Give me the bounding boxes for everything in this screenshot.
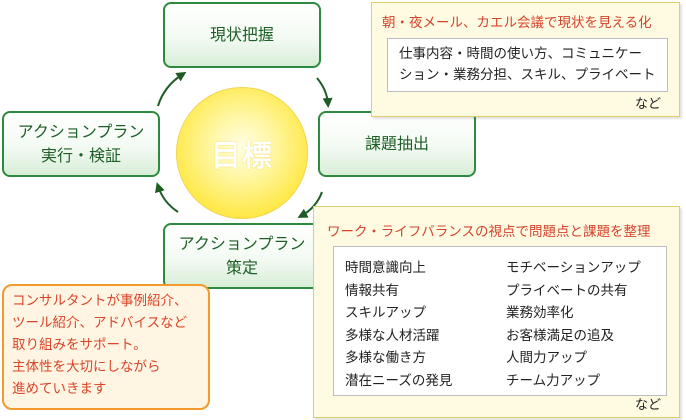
list-item: 情報共有: [345, 282, 399, 299]
step-execution-line-1: アクションプラン: [17, 122, 145, 141]
arrow-to-issue-extraction: [316, 77, 333, 108]
goal-circle: 目標: [176, 87, 308, 219]
arrow-to-execution: [155, 182, 179, 213]
note-issues-suffix: など: [634, 398, 661, 413]
list-item: 多様な人材活躍: [345, 327, 440, 344]
consultant-line: 主体性を大切にしながら: [12, 359, 161, 375]
arrow-to-current-state: [157, 71, 187, 107]
note-current-state-title: 朝・夜メール、カエル会議で現状を見える化: [382, 15, 652, 31]
list-item: 人間力アップ: [506, 350, 587, 367]
consultant-line: 進めていきます: [12, 381, 107, 397]
note-current-state: 朝・夜メール、カエル会議で現状を見える化 仕事内容・時間の使い方、コミュニケー …: [371, 2, 680, 117]
list-item: ション・業務分担、スキル、プライベート: [399, 67, 656, 83]
step-execution-line-2: 実行・検証: [40, 146, 121, 165]
consultant-support-box: コンサルタントが事例紹介、 ツール紹介、アドバイスなど 取り組みをサポート。 主…: [2, 284, 210, 410]
step-action-plan-line-2: 策定: [225, 258, 258, 277]
issues-left-column: 時間意識向上 情報共有 スキルアップ 多様な人材活躍 多様な働き方 潜在ニーズの…: [345, 257, 452, 393]
consultant-line: コンサルタントが事例紹介、: [12, 293, 188, 309]
step-issue-extraction: 課題抽出: [318, 111, 476, 177]
issues-right-column: モチベーションアップ プライベートの共有 業務効率化 お客様満足の追及 人間力ア…: [506, 257, 641, 393]
note-current-state-list: 仕事内容・時間の使い方、コミュニケー ション・業務分担、スキル、プライベート: [387, 38, 668, 92]
goal-label: 目標: [211, 139, 273, 174]
step-current-state: 現状把握: [163, 2, 321, 68]
list-item: チーム力アップ: [506, 372, 601, 389]
list-item: 多様な働き方: [345, 350, 426, 367]
list-item: モチベーションアップ: [506, 260, 641, 276]
consultant-line: ツール紹介、アドバイスなど: [12, 315, 188, 331]
step-current-state-label: 現状把握: [209, 25, 274, 44]
note-issues: ワーク・ライフバランスの視点で問題点と課題を整理 時間意識向上 情報共有 スキル…: [313, 206, 680, 418]
list-item: プライベートの共有: [506, 282, 628, 299]
step-action-plan: アクションプラン 策定: [163, 223, 321, 289]
list-item: 潜在ニーズの発見: [345, 372, 453, 389]
list-item: 仕事内容・時間の使い方、コミュニケー: [399, 46, 642, 62]
list-item: 時間意識向上: [345, 260, 426, 276]
list-item: スキルアップ: [345, 305, 426, 322]
list-item: お客様満足の追及: [506, 327, 614, 344]
step-execution: アクションプラン 実行・検証: [2, 111, 160, 177]
note-current-state-suffix: など: [634, 97, 661, 112]
list-item: 業務効率化: [506, 305, 574, 322]
step-issue-extraction-label: 課題抽出: [364, 134, 429, 153]
step-action-plan-line-1: アクションプラン: [178, 234, 306, 253]
consultant-line: 取り組みをサポート。: [12, 337, 147, 353]
note-issues-title: ワーク・ライフバランスの視点で問題点と課題を整理: [327, 224, 651, 240]
note-issues-list: 時間意識向上 情報共有 スキルアップ 多様な人材活躍 多様な働き方 潜在ニーズの…: [333, 246, 667, 396]
